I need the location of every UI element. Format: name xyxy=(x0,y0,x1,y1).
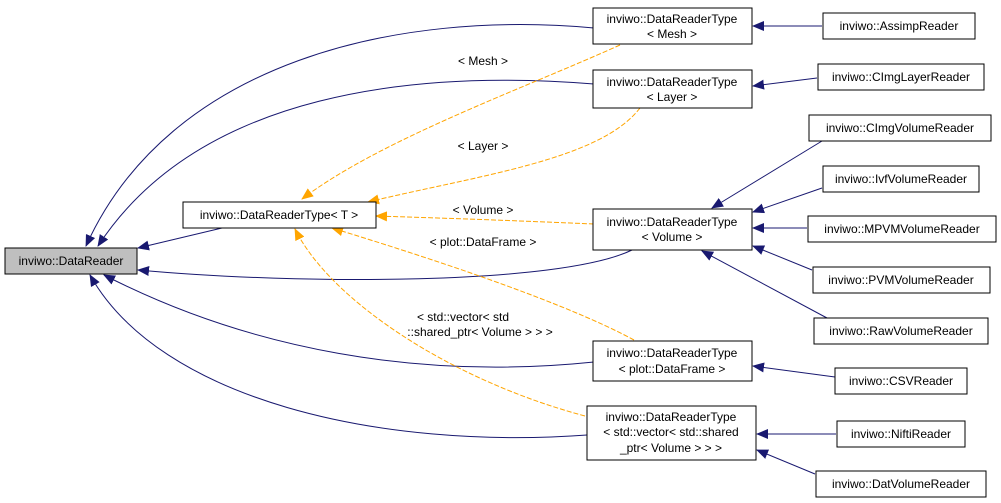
edge-cimglayer-to-drt-layer xyxy=(752,77,818,90)
node-datareader-label: inviwo::DataReader xyxy=(19,254,124,268)
edge-ivf-to-drt-volume xyxy=(752,187,823,214)
node-drt-mesh-label-1: inviwo::DataReaderType xyxy=(607,12,738,26)
edge-label-mesh: < Mesh > xyxy=(458,54,508,68)
node-dat[interactable]: inviwo::DatVolumeReader xyxy=(815,470,987,498)
node-drt-dataframe-label-2: < plot::DataFrame > xyxy=(619,362,726,376)
node-pvm-label: inviwo::PVMVolumeReader xyxy=(828,273,973,287)
node-drt-dataframe[interactable]: inviwo::DataReaderType < plot::DataFrame… xyxy=(592,340,753,382)
node-drt-volume-label-1: inviwo::DataReaderType xyxy=(607,215,738,229)
edge-label-volume: < Volume > xyxy=(453,203,514,217)
edge-drt-t-to-datareader xyxy=(137,227,223,251)
node-drt-dataframe-label-1: inviwo::DataReaderType xyxy=(607,346,738,360)
node-csv[interactable]: inviwo::CSVReader xyxy=(834,367,968,395)
node-cimgvolume-label: inviwo::CImgVolumeReader xyxy=(826,121,974,135)
node-cimgvolume[interactable]: inviwo::CImgVolumeReader xyxy=(808,114,992,142)
node-cimglayer[interactable]: inviwo::CImgLayerReader xyxy=(817,63,985,91)
node-raw-label: inviwo::RawVolumeReader xyxy=(829,324,972,338)
edge-label-vector-line-2: ::shared_ptr< Volume > > > xyxy=(407,325,552,339)
node-cimglayer-label: inviwo::CImgLayerReader xyxy=(832,70,970,84)
node-drt-volume[interactable]: inviwo::DataReaderType < Volume > xyxy=(592,208,753,251)
node-csv-label: inviwo::CSVReader xyxy=(849,374,953,388)
node-nifti[interactable]: inviwo::NiftiReader xyxy=(836,420,966,448)
node-drt-layer-label-2: < Layer > xyxy=(647,90,698,104)
edge-template-vector xyxy=(294,228,586,417)
inheritance-edges xyxy=(85,21,836,475)
edge-drt-vector-to-datareader xyxy=(89,274,588,439)
edge-labels: < Mesh > < Layer > < Volume > < plot::Da… xyxy=(407,54,552,339)
edge-csv-to-drt-dataframe xyxy=(752,362,836,378)
node-datareadertype-t-label: inviwo::DataReaderType< T > xyxy=(200,208,358,222)
nodes: inviwo::DataReader inviwo::DataReaderTyp… xyxy=(4,7,997,498)
template-edges xyxy=(294,44,641,417)
edge-drt-dataframe-to-datareader xyxy=(103,274,595,368)
node-datareadertype-t[interactable]: inviwo::DataReaderType< T > xyxy=(182,201,377,229)
edge-drt-volume-to-datareader xyxy=(137,249,633,281)
edge-cimgvolume-to-drt-volume xyxy=(711,140,823,209)
node-assimp-label: inviwo::AssimpReader xyxy=(840,19,959,33)
node-drt-mesh[interactable]: inviwo::DataReaderType < Mesh > xyxy=(592,7,753,45)
node-nifti-label: inviwo::NiftiReader xyxy=(851,427,951,441)
edge-drt-layer-to-datareader xyxy=(97,79,595,247)
node-pvm[interactable]: inviwo::PVMVolumeReader xyxy=(812,266,991,294)
node-raw[interactable]: inviwo::RawVolumeReader xyxy=(813,317,989,345)
edge-template-mesh xyxy=(301,44,621,200)
node-datareader[interactable]: inviwo::DataReader xyxy=(4,247,138,275)
node-drt-layer-label-1: inviwo::DataReaderType xyxy=(607,75,738,89)
node-drt-mesh-label-2: < Mesh > xyxy=(647,27,697,41)
edge-template-layer xyxy=(367,107,641,205)
node-drt-vector-label-1: inviwo::DataReaderType xyxy=(606,410,737,424)
node-dat-label: inviwo::DatVolumeReader xyxy=(832,477,970,491)
edge-dat-to-drt-vector xyxy=(756,449,816,475)
edge-raw-to-drt-volume xyxy=(701,250,828,319)
node-drt-volume-label-2: < Volume > xyxy=(642,230,703,244)
edge-template-volume xyxy=(375,211,595,225)
edge-pvm-to-drt-volume xyxy=(752,245,813,271)
edge-drt-mesh-to-datareader xyxy=(85,24,595,247)
edge-template-dataframe xyxy=(331,226,635,341)
node-drt-vector[interactable]: inviwo::DataReaderType < std::vector< st… xyxy=(586,405,757,461)
node-drt-layer[interactable]: inviwo::DataReaderType < Layer > xyxy=(592,69,753,109)
node-mpvm[interactable]: inviwo::MPVMVolumeReader xyxy=(807,215,997,243)
edge-label-dataframe: < plot::DataFrame > xyxy=(430,235,537,249)
node-ivf[interactable]: inviwo::IvfVolumeReader xyxy=(822,165,980,193)
edge-label-vector-line-1: < std::vector< std xyxy=(417,310,509,324)
node-drt-vector-label-2: < std::vector< std::shared xyxy=(603,425,738,439)
node-ivf-label: inviwo::IvfVolumeReader xyxy=(835,172,967,186)
edge-label-layer: < Layer > xyxy=(458,139,509,153)
node-mpvm-label: inviwo::MPVMVolumeReader xyxy=(824,222,979,236)
node-drt-vector-label-3: _ptr< Volume > > > xyxy=(619,441,722,455)
node-assimp[interactable]: inviwo::AssimpReader xyxy=(822,12,976,40)
